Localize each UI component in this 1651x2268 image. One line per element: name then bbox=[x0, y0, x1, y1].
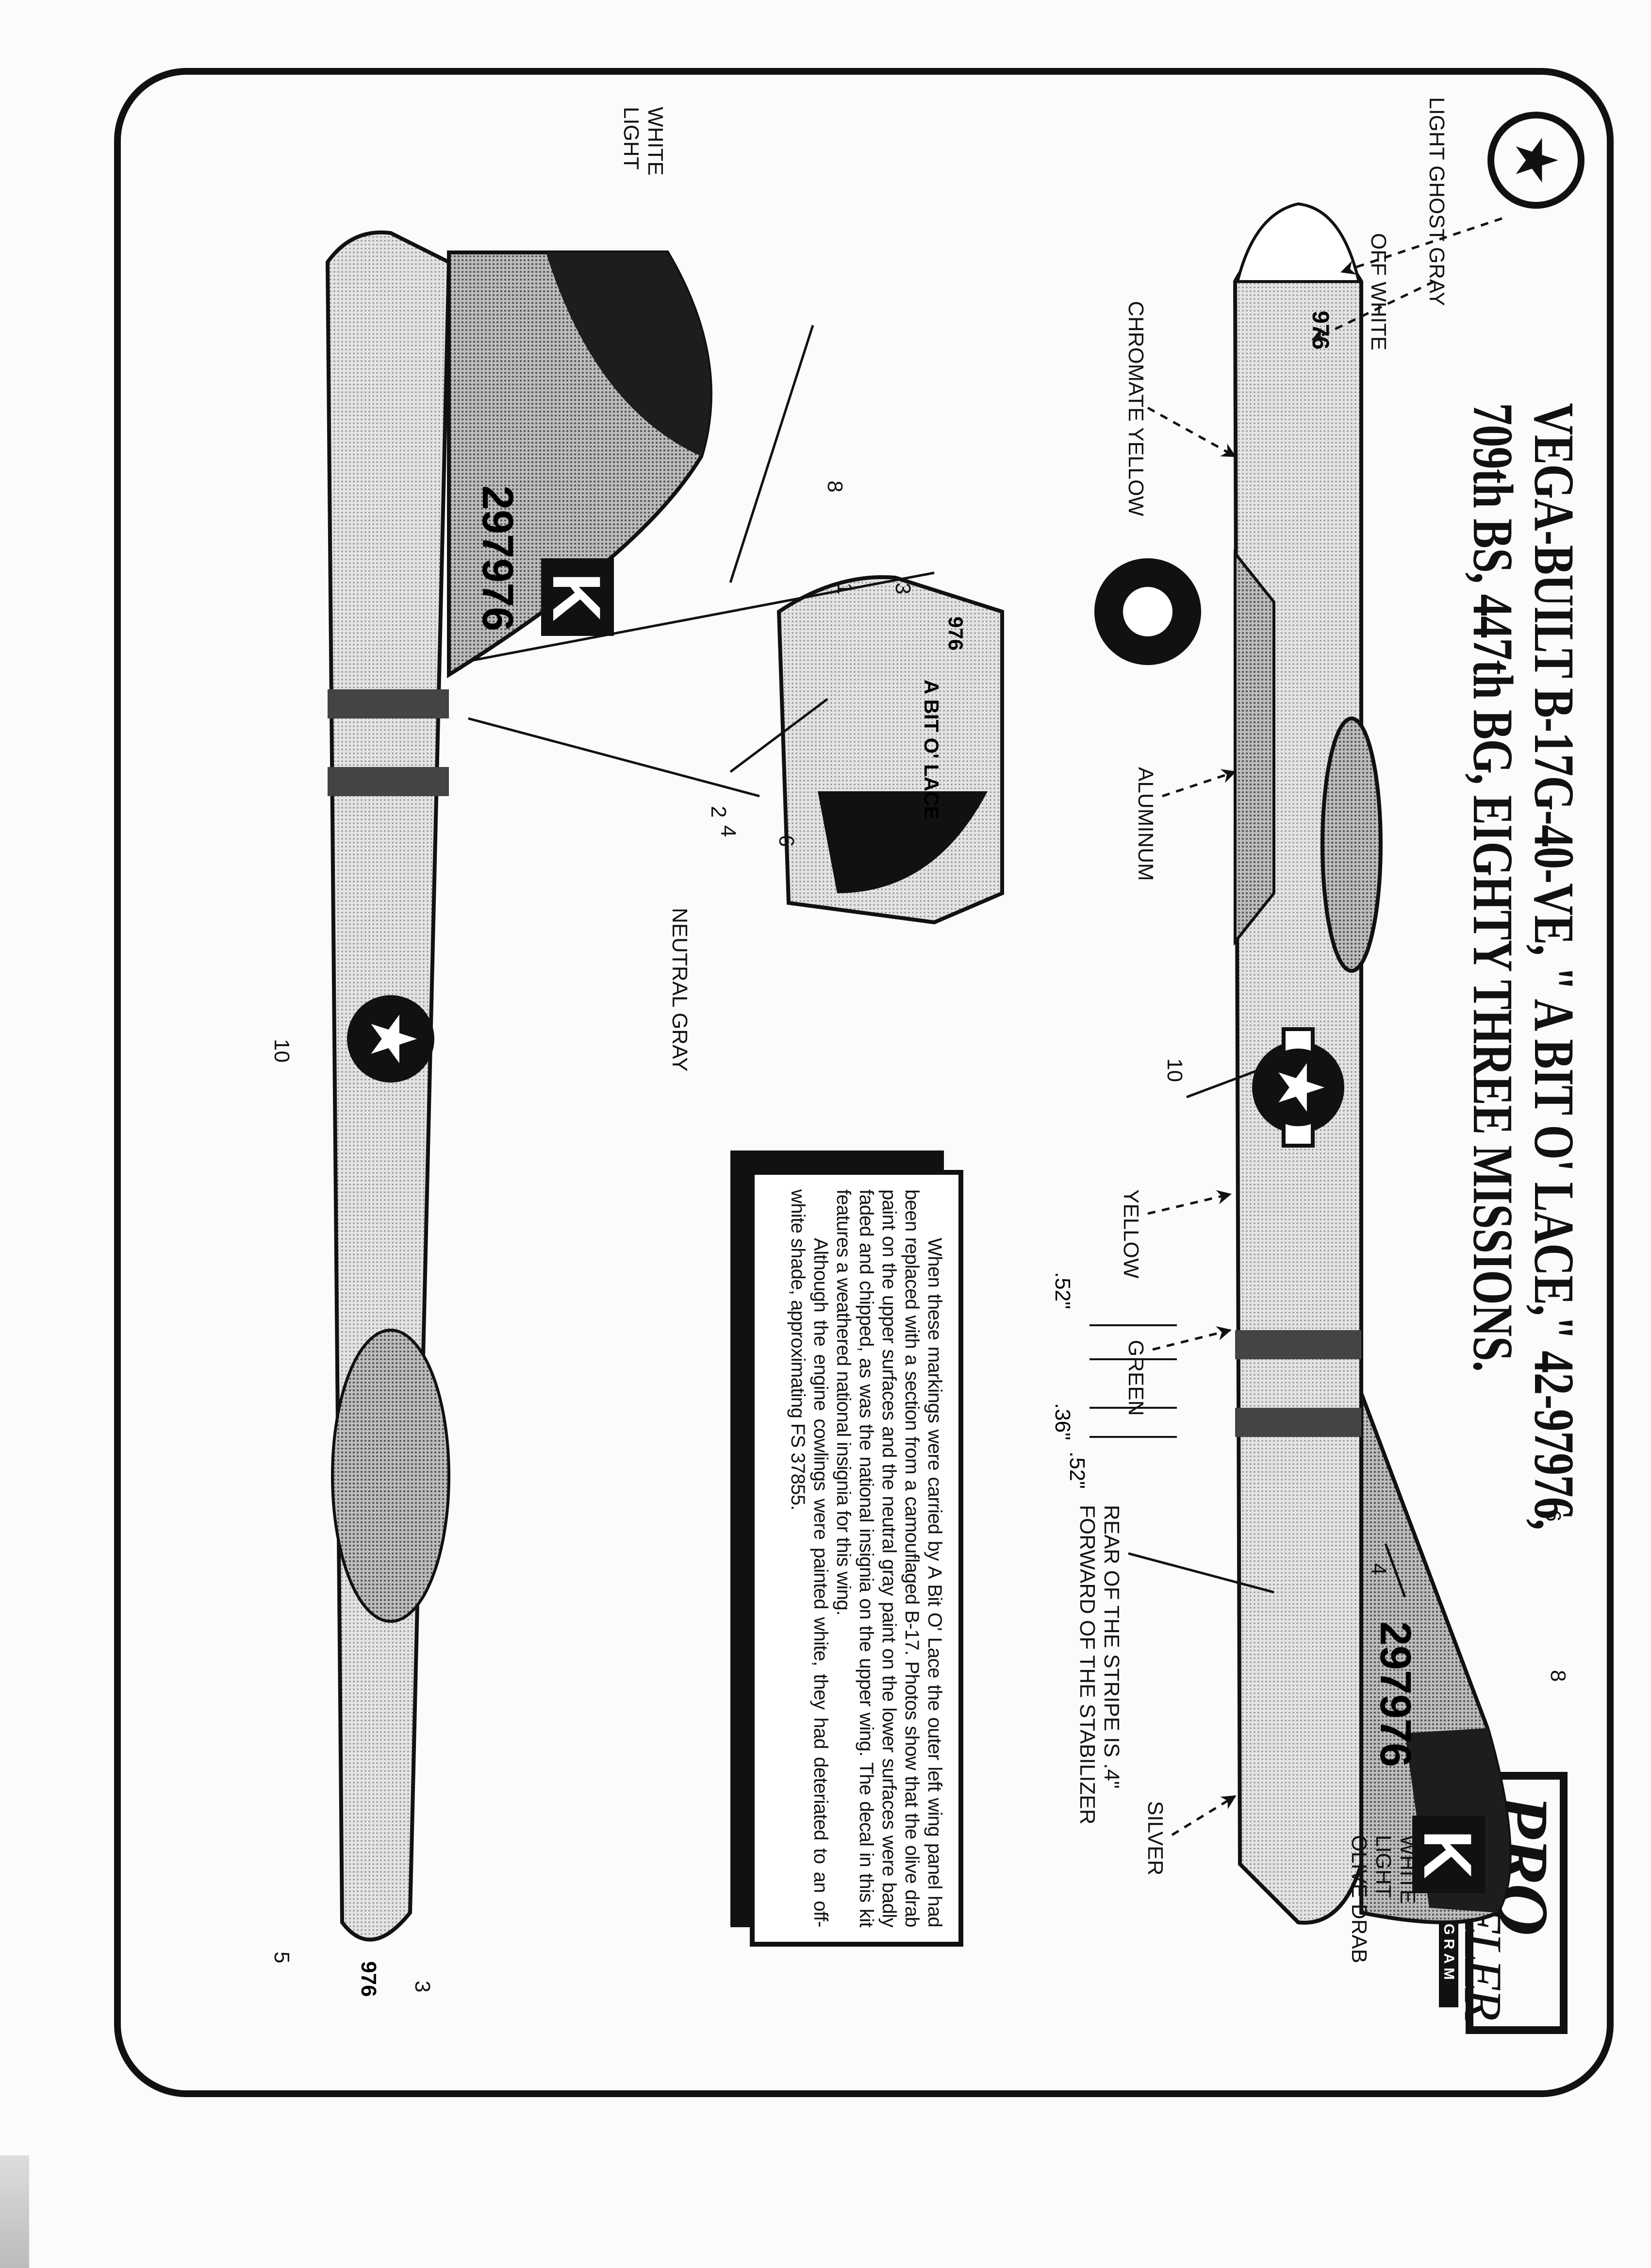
nose-decal-number-2: 2 bbox=[707, 806, 730, 818]
lower-nose-code: 976 bbox=[357, 1961, 380, 1997]
lower-tail-olive-drab bbox=[546, 252, 710, 456]
lower-tail-letter-box bbox=[541, 558, 614, 636]
lower-wing bbox=[331, 1329, 450, 1623]
stripe-note-line-1: REAR OF THE STRIPE IS .4" bbox=[1100, 1505, 1123, 1789]
upper-tail-letter: K bbox=[1410, 1830, 1486, 1879]
lower-decal-number-3: 3 bbox=[411, 1981, 434, 1993]
upper-wing-root bbox=[1234, 549, 1275, 946]
lower-decal-number-5: 5 bbox=[270, 1951, 294, 1964]
nose-decal-number-1: 1 bbox=[833, 583, 857, 595]
lower-decal-number-6: 6 bbox=[775, 835, 798, 847]
callout-off-white: OFF WHITE bbox=[1367, 233, 1390, 350]
stripe-dimensions bbox=[1090, 1324, 1177, 1438]
upper-stripe-1 bbox=[1235, 1330, 1361, 1359]
upper-insignia-star: ★ bbox=[1265, 1059, 1336, 1116]
nose-decal-number-3: 3 bbox=[891, 583, 915, 595]
callout-silver: SILVER bbox=[1143, 1801, 1167, 1876]
lower-stripe-2 bbox=[328, 767, 449, 796]
upper-decal-number-10: 10 bbox=[1163, 1058, 1187, 1082]
callout-aluminum: ALUMINUM bbox=[1134, 767, 1157, 881]
callout-light-ghost-gray: LIGHT GHOST GRAY bbox=[1425, 97, 1449, 306]
dimension-label-1: .52" bbox=[1051, 1272, 1074, 1309]
notes-paragraph-2: Although the engine cowlings were painte… bbox=[787, 1189, 831, 1927]
upper-stripe-2 bbox=[1235, 1408, 1361, 1437]
scan-edge bbox=[0, 2155, 29, 2268]
lower-decal-number-4: 4 bbox=[716, 825, 740, 837]
lower-tail-letter: K bbox=[539, 572, 615, 621]
upper-profile-aircraft: K 297976 ★ 976 bbox=[1094, 202, 1512, 1925]
sheet-content: ★ VEGA-BUILT B-17G-40-VE, " A BIT O' LAC… bbox=[114, 68, 1614, 2097]
callout-green: GREEN bbox=[1124, 1340, 1148, 1416]
upper-decal-number-6: 6 bbox=[1541, 1510, 1565, 1522]
callout-white-light-olive-drab: WHITE LIGHT OLIVE DRAB bbox=[1347, 1835, 1420, 1963]
stripe-note: REAR OF THE STRIPE IS .4" FORWARD OF THE… bbox=[1075, 1505, 1123, 1824]
nose-art-label: A BIT O' LACE bbox=[920, 680, 943, 819]
dimension-label-2: .36" bbox=[1051, 1403, 1074, 1440]
lower-decal-number-10: 10 bbox=[270, 1039, 294, 1063]
callout-line-light: LIGHT bbox=[1371, 1835, 1395, 1898]
callout-line-white: WHITE bbox=[1396, 1835, 1420, 1904]
callout-lower-white-light: WHITE LIGHT bbox=[619, 107, 667, 176]
lower-decal-number-8: 8 bbox=[823, 481, 847, 493]
callout-lower-line-light: LIGHT bbox=[619, 107, 643, 170]
lower-stripe-1 bbox=[328, 689, 449, 718]
lower-profile-aircraft: K 297976 ★ 976 bbox=[325, 230, 712, 1997]
upper-nose-code: 976 bbox=[1307, 311, 1333, 350]
upper-nose-glazing bbox=[1236, 202, 1361, 283]
lower-insignia-star: ★ bbox=[358, 1011, 429, 1067]
upper-serial: 297976 bbox=[1371, 1621, 1420, 1767]
callout-line-olive-drab: OLIVE DRAB bbox=[1347, 1835, 1371, 1964]
lower-insignia bbox=[347, 995, 434, 1083]
upper-tail-letter-box bbox=[1412, 1816, 1485, 1893]
dimension-label-3: .52" bbox=[1065, 1451, 1089, 1489]
notes-paragraph-1: When these markings were carried by A Bi… bbox=[833, 1189, 945, 1927]
lower-fuselage bbox=[325, 230, 451, 1942]
sheet-frame bbox=[114, 68, 1614, 2097]
leader-lines bbox=[468, 217, 1502, 1836]
nose-detail-drawing: A BIT O' LACE 976 bbox=[776, 575, 1004, 925]
stripe-note-line-2: FORWARD OF THE STABILIZER bbox=[1075, 1505, 1099, 1825]
nose-detail-code: 976 bbox=[944, 617, 967, 650]
callout-yellow: YELLOW bbox=[1119, 1189, 1143, 1279]
lower-serial: 297976 bbox=[473, 485, 522, 631]
upper-turret bbox=[1321, 717, 1383, 973]
callout-lower-line-white: WHITE bbox=[644, 107, 667, 176]
aircraft-drawings: K 297976 ★ 976 .52" .36" .52" A BIT O' L… bbox=[325, 202, 1512, 1997]
callout-neutral-gray: NEUTRAL GRAY bbox=[668, 908, 692, 1072]
notes-box: When these markings were carried by A Bi… bbox=[750, 1170, 963, 1947]
callout-chromate-yellow: CHROMATE YELLOW bbox=[1124, 301, 1148, 517]
upper-decal-number-4: 4 bbox=[1367, 1563, 1390, 1575]
upper-decal-number-8: 8 bbox=[1546, 1670, 1570, 1682]
